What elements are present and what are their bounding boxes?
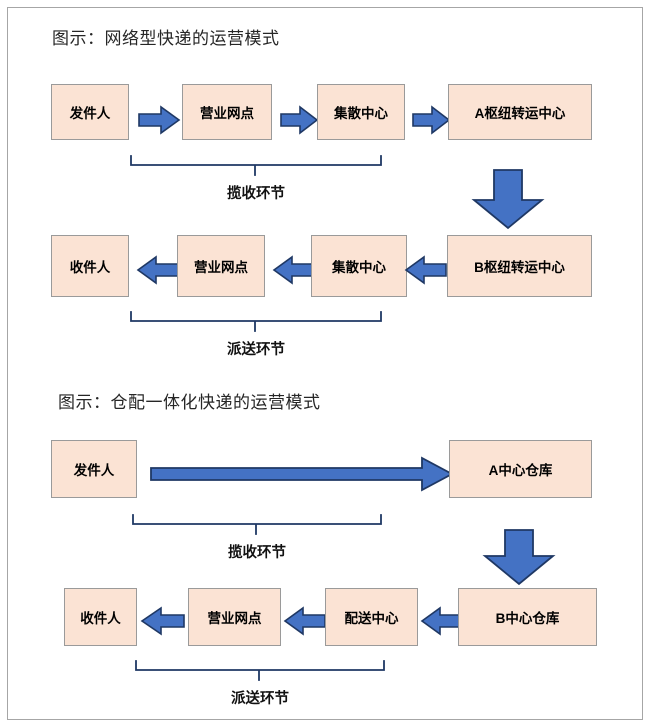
page-border [7, 7, 643, 720]
stage-label-pickup-1: 揽收环节 [227, 186, 285, 202]
node-distribution-center: 配送中心 [325, 588, 418, 646]
brace-pickup-2 [132, 514, 382, 535]
node-b-central-warehouse: B中心仓库 [458, 588, 597, 646]
node-sender-1: 发件人 [51, 84, 129, 140]
arrow-left-icon-3 [404, 255, 447, 285]
node-receiver-1: 收件人 [51, 235, 129, 297]
arrow-left-icon-2 [272, 255, 315, 285]
stage-label-delivery-1: 派送环节 [227, 342, 285, 358]
brace-delivery-1 [130, 311, 382, 332]
node-b-transfer-hub: B枢纽转运中心 [447, 235, 592, 297]
arrow-left-icon-4 [140, 606, 185, 636]
node-receiver-2: 收件人 [64, 588, 137, 646]
arrow-left-icon-5 [283, 606, 326, 636]
node-a-transfer-hub: A枢纽转运中心 [448, 84, 592, 140]
stage-label-pickup-2: 揽收环节 [228, 545, 286, 561]
arrow-down-icon-1 [471, 169, 545, 230]
node-branch-1: 营业网点 [182, 84, 272, 140]
node-branch-2: 营业网点 [177, 235, 265, 297]
node-sender-2: 发件人 [51, 440, 137, 498]
diagram-2-title: 图示：仓配一体化快递的运营模式 [58, 393, 321, 412]
stage-label-delivery-2: 派送环节 [231, 691, 289, 707]
arrow-down-icon-2 [482, 529, 556, 586]
node-a-central-warehouse: A中心仓库 [449, 440, 592, 498]
arrow-right-icon-2 [280, 105, 319, 135]
brace-delivery-2 [135, 660, 385, 681]
node-hub-1: 集散中心 [317, 84, 405, 140]
arrow-right-icon-1 [138, 105, 181, 135]
arrow-right-icon-3 [412, 105, 451, 135]
brace-pickup-1 [130, 155, 382, 176]
diagram-1-title: 图示：网络型快递的运营模式 [52, 29, 280, 48]
node-hub-2: 集散中心 [311, 235, 407, 297]
arrow-right-long-icon [150, 456, 454, 492]
node-branch-3: 营业网点 [188, 588, 281, 646]
arrow-left-icon-1 [136, 255, 179, 285]
